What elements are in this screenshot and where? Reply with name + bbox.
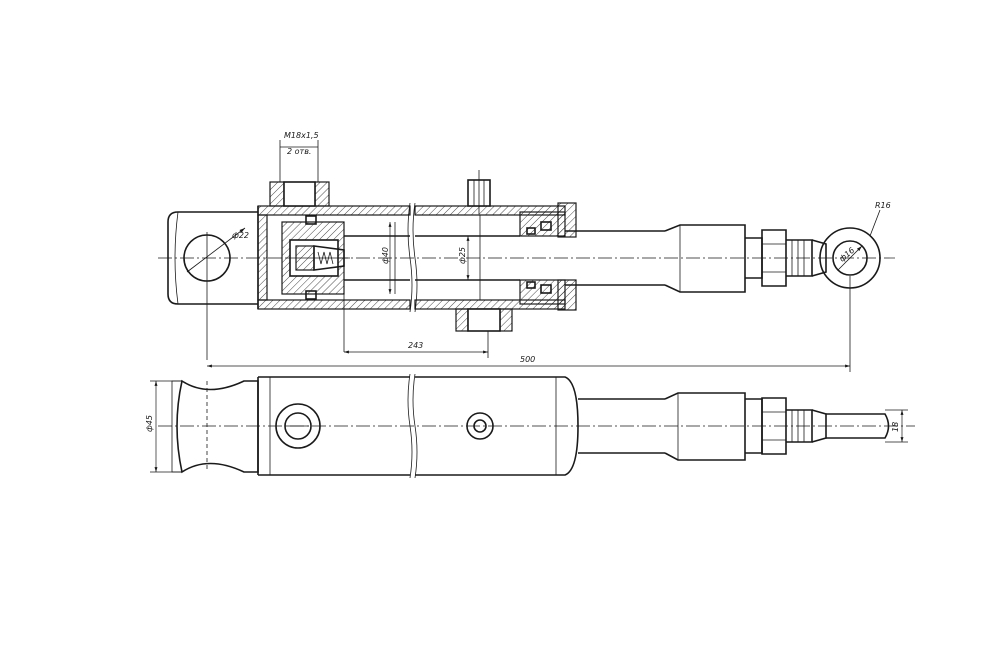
port-right-outer [466,412,494,440]
label-dia-pin: ф22 [232,231,249,240]
label-overall-length: 500 [520,355,535,364]
label-width-eye: 18 [891,422,900,432]
port-left-outer [275,403,321,449]
port-boss-left [269,140,330,207]
port-boss-right [455,170,513,332]
label-stroke-length: 243 [408,341,423,350]
label-dia-rod: ф25 [458,247,467,264]
rear-clevis [167,211,258,360]
port-right-inner [473,419,487,433]
section-dimensions [207,222,850,368]
label-dia-body: ф45 [145,415,154,432]
piston [281,215,350,352]
front-gland [519,202,577,311]
exterior-view: ф45 18 [145,373,915,479]
exterior-dimensions [150,380,904,473]
rod-end [664,209,881,372]
label-dia-bore: ф40 [381,247,390,264]
label-thread: M18x1,5 [284,131,319,140]
piston-rod [344,215,665,300]
section-view: M18x1,5 2 отв. ф22 ф40 ф25 R16 ф16 243 5… [158,131,895,372]
barrel-exterior [257,373,579,479]
rod-eye-hole [832,240,868,276]
rod-end-exterior [578,392,908,461]
label-radius-eye: R16 [875,201,891,210]
label-holes: 2 отв. [287,147,311,156]
port-left-inner [284,412,312,440]
rear-clevis-exterior [171,379,259,474]
